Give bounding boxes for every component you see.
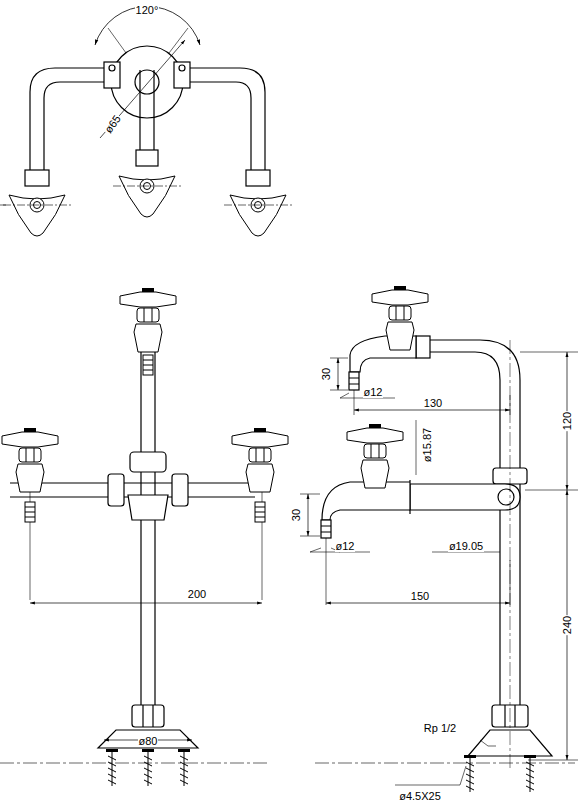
dimension-label: ø80	[138, 735, 159, 747]
dimension-label: 150	[410, 590, 430, 602]
dimension-label: ø4.5X25	[398, 790, 442, 802]
dimension-label: 30	[320, 367, 332, 381]
dimension-label: 30	[290, 508, 302, 522]
dimension-label: ø15.87	[421, 427, 433, 463]
dimension-label: 120°	[135, 4, 160, 16]
top-view	[0, 6, 270, 205]
front-view	[0, 345, 270, 763]
dimension-label: ø12	[363, 386, 384, 398]
dimension-label: 120	[561, 411, 573, 431]
dimension-label: Rp 1/2	[423, 722, 457, 734]
dimension-label: 240	[561, 615, 573, 635]
dimension-label: ø19.05	[448, 540, 484, 552]
dimension-label: ø65	[101, 112, 123, 136]
dimension-label: ø12	[335, 540, 356, 552]
side-view	[300, 336, 578, 785]
dimension-label: 200	[187, 588, 207, 600]
dimension-label: 130	[423, 397, 443, 409]
